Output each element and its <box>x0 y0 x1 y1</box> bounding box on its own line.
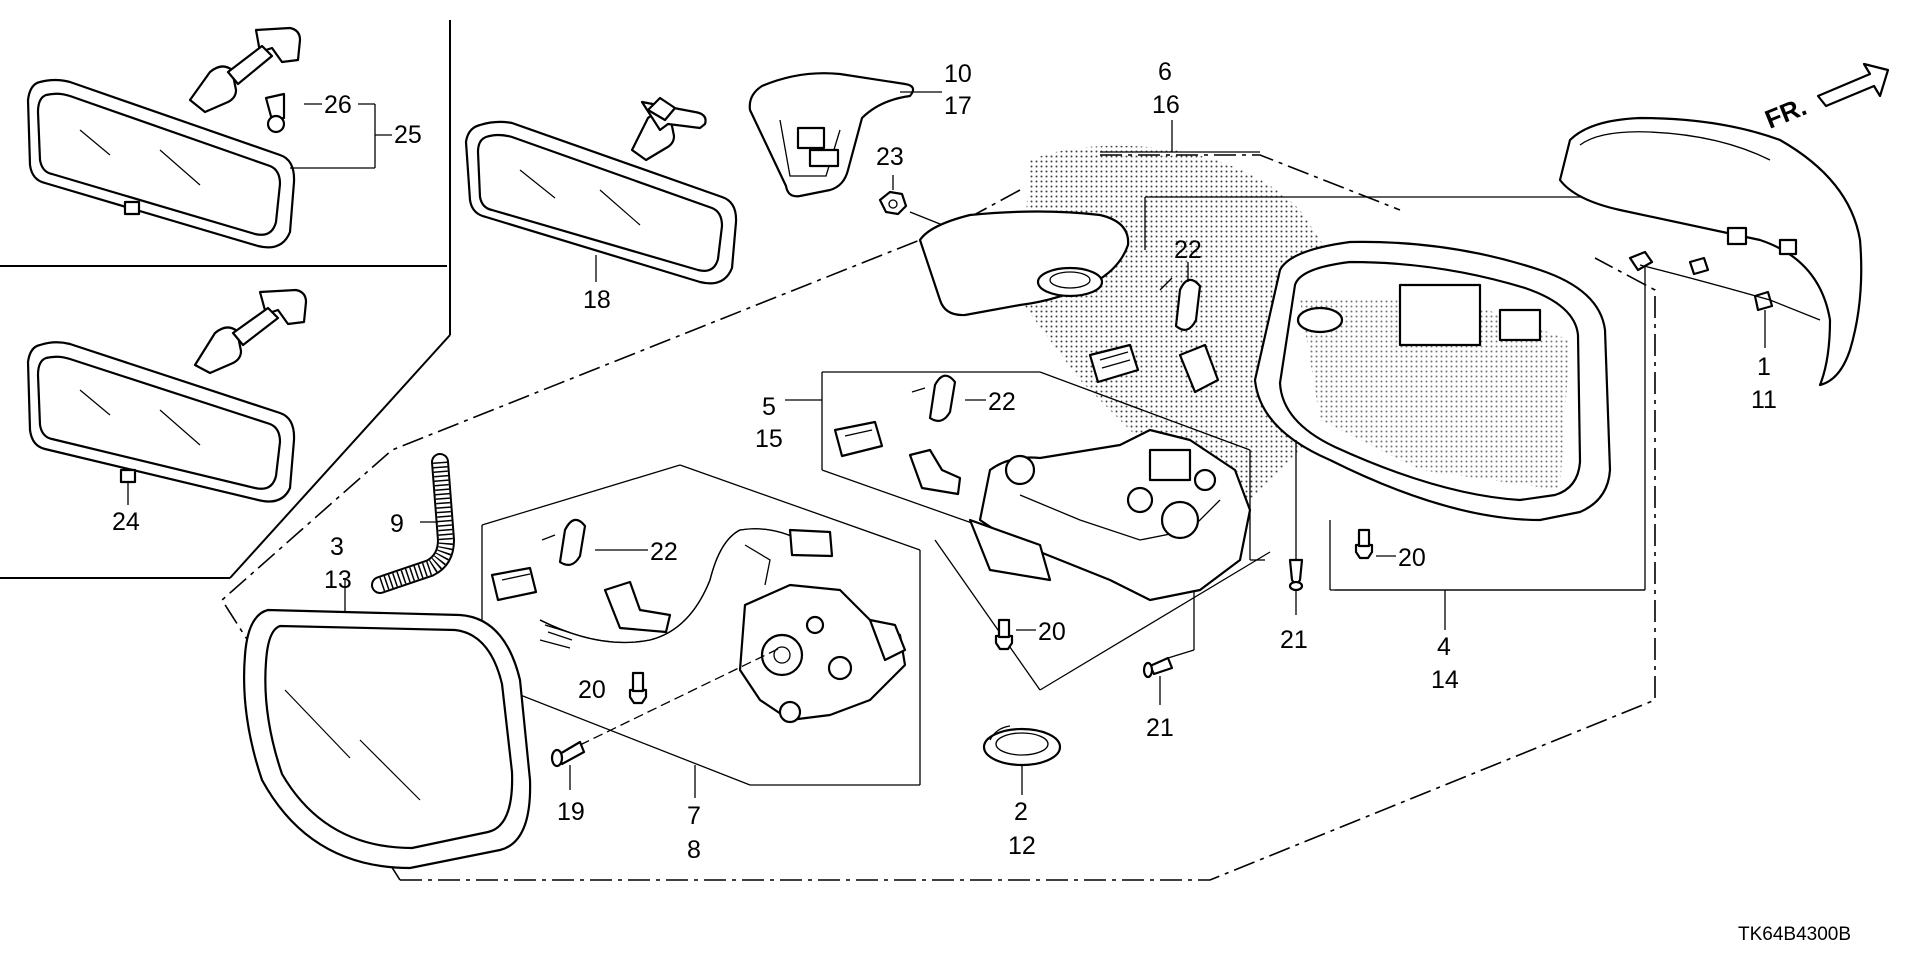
group-7-frame: 7 8 <box>481 464 921 864</box>
diagram-code: TK64B4300B <box>1738 924 1851 945</box>
callout-4-14: 4 14 <box>1335 589 1645 694</box>
callout-text-17: 17 <box>944 92 972 120</box>
callout-text-24: 24 <box>112 508 140 536</box>
screw-21-upper: 21 <box>1280 440 1308 654</box>
callout-text-21a: 21 <box>1280 626 1308 654</box>
callout-text-11: 11 <box>1751 386 1777 414</box>
callout-6-16: 6 16 <box>1100 58 1260 153</box>
fr-label: FR. <box>1761 91 1811 135</box>
callout-text-14: 14 <box>1431 666 1459 694</box>
callout-1-11: 1 11 <box>1751 310 1777 414</box>
mirror-glass-3: 3 13 <box>242 533 532 870</box>
callout-26: 26 25 <box>290 91 422 169</box>
callout-text-23: 23 <box>876 143 904 171</box>
callout-18: 18 <box>583 255 611 314</box>
callout-text-3: 3 <box>330 533 344 561</box>
callout-text-2: 2 <box>1014 798 1028 826</box>
callout-24: 24 <box>112 482 140 536</box>
rearview-mirror-26 <box>26 26 302 249</box>
mirror-garnish-10 <box>748 72 915 198</box>
screw-20-right: 20 <box>1354 528 1426 572</box>
callout-text-20a: 20 <box>1398 544 1426 572</box>
callout-text-25: 25 <box>394 121 422 149</box>
mirror-actuator-5 <box>968 428 1252 602</box>
rearview-mirror-24 <box>26 288 308 503</box>
spring-clip-2: 2 12 <box>982 725 1062 860</box>
callout-text-4: 4 <box>1437 633 1451 661</box>
callout-text-19: 19 <box>557 798 585 826</box>
nut-23: 23 <box>876 143 951 229</box>
callout-text-18: 18 <box>583 286 611 314</box>
callout-text-12: 12 <box>1008 832 1036 860</box>
callout-text-1: 1 <box>1757 353 1771 381</box>
wire-harness-7: 22 <box>490 518 834 649</box>
front-direction-indicator: FR. <box>1761 62 1890 135</box>
mirror-housing-4 <box>1253 240 1612 522</box>
callout-text-20b: 20 <box>1038 618 1066 646</box>
callout-10-17: 10 17 <box>900 60 972 120</box>
callout-text-21b: 21 <box>1146 714 1174 742</box>
callout-text-15: 15 <box>755 425 783 453</box>
screw-19: 19 <box>550 647 781 826</box>
callout-text-22c: 22 <box>650 538 678 566</box>
callout-text-22a: 22 <box>1174 236 1202 264</box>
callout-text-6: 6 <box>1158 58 1172 86</box>
screw-20-middle: 20 <box>994 618 1066 651</box>
callout-text-13: 13 <box>324 566 352 594</box>
connector-group-5: 22 <box>833 374 1016 496</box>
group-5-frame: 5 15 <box>755 371 1271 691</box>
callout-text-26: 26 <box>324 91 352 119</box>
screw-20-left: 20 <box>578 671 648 705</box>
screw-21-lower: 21 <box>1142 590 1195 742</box>
callout-text-10: 10 <box>944 60 972 88</box>
callout-text-7: 7 <box>687 802 701 830</box>
connector-top: 22 <box>1088 236 1220 394</box>
callout-text-20c: 20 <box>578 676 606 704</box>
mirror-actuator-7 <box>738 583 907 724</box>
mirror-cover-1 <box>1558 116 1863 387</box>
rearview-mirror-18 <box>464 96 738 285</box>
callout-text-5: 5 <box>762 393 776 421</box>
hose-9: 9 <box>371 453 456 594</box>
callout-text-8: 8 <box>687 836 701 864</box>
callout-text-9: 9 <box>390 510 404 538</box>
callout-text-16: 16 <box>1152 91 1180 119</box>
callout-text-22b: 22 <box>988 388 1016 416</box>
rearview-panel-frame <box>0 20 451 579</box>
